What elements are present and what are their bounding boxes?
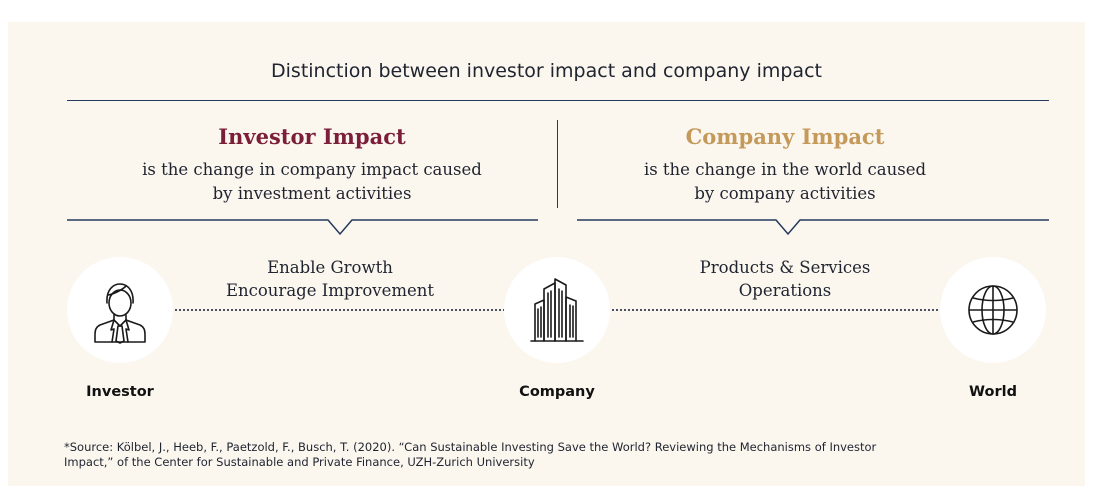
world-node: [940, 257, 1046, 363]
investor-person-icon: [94, 283, 146, 344]
investor-label: Investor: [86, 384, 154, 400]
investor-impact-line-1: is the change in company impact caused: [142, 160, 482, 179]
investor-company-connector: [175, 309, 505, 311]
company-impact-bracket: [577, 219, 1049, 236]
company-mechanisms: Products & Services Operations: [640, 256, 930, 302]
mechanism-encourage-improvement: Encourage Improvement: [225, 281, 435, 300]
company-label: Company: [519, 384, 595, 400]
mechanism-products-services: Products & Services: [699, 258, 871, 277]
source-line-1: *Source: Kölbel, J., Heeb, F., Paetzold,…: [64, 440, 877, 454]
investor-impact-bracket: [67, 219, 538, 236]
company-impact-line-1: is the change in the world caused: [643, 160, 927, 179]
source-line-2: Impact,” of the Center for Sustainable a…: [64, 455, 535, 469]
company-impact-description: is the change in the world caused by com…: [560, 158, 1010, 206]
world-label: World: [969, 384, 1017, 400]
company-impact-line-2: by company activities: [694, 184, 876, 203]
title-underline: [67, 100, 1049, 101]
mechanism-enable-growth: Enable Growth: [267, 258, 393, 277]
investor-node: [67, 257, 173, 363]
globe-icon: [968, 285, 1018, 335]
investor-impact-line-2: by investment activities: [212, 184, 412, 203]
company-impact-heading: Company Impact: [685, 124, 885, 149]
diagram-title: Distinction between investor impact and …: [271, 60, 822, 82]
company-node: [504, 257, 610, 363]
diagram-panel: [8, 22, 1085, 486]
buildings-icon: [530, 278, 584, 342]
investor-impact-heading: Investor Impact: [218, 124, 406, 149]
column-divider: [557, 120, 558, 208]
investor-impact-description: is the change in company impact caused b…: [67, 158, 557, 206]
source-citation: *Source: Kölbel, J., Heeb, F., Paetzold,…: [64, 440, 1034, 470]
investor-mechanisms: Enable Growth Encourage Improvement: [190, 256, 470, 302]
company-world-connector: [612, 309, 942, 311]
mechanism-operations: Operations: [738, 281, 832, 300]
